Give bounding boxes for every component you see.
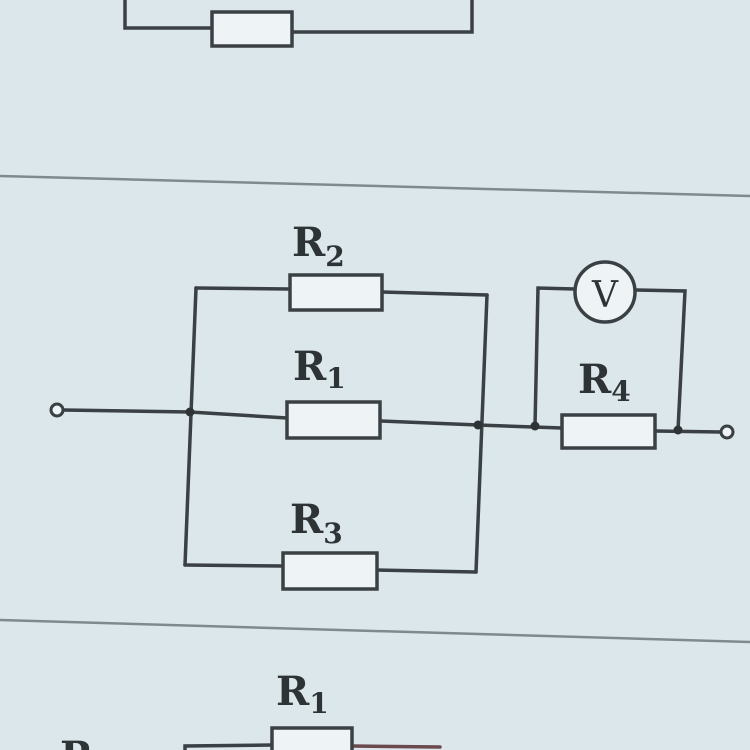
resistor-r2 [288, 273, 384, 312]
junction-node [185, 407, 195, 417]
junction-node [530, 421, 540, 431]
output-terminal [719, 424, 735, 440]
top-resistor [210, 10, 294, 48]
label-bottom-r1: R1 [276, 668, 329, 720]
voltmeter-label: V [591, 275, 619, 316]
junction-node [473, 420, 483, 430]
label-r2: R2 [292, 219, 345, 273]
resistor-r3 [281, 551, 379, 591]
label-r1: R1 [293, 343, 346, 395]
resistor-r1 [285, 400, 382, 440]
label-bottom-partial: R [60, 733, 94, 750]
separator-line [0, 174, 750, 198]
separator-line [0, 618, 750, 644]
voltmeter: V [573, 260, 637, 324]
label-r3: R3 [290, 496, 343, 550]
input-terminal [49, 402, 65, 418]
junction-node [673, 425, 683, 435]
bottom-circuit-fragment: R1 R [60, 668, 442, 750]
top-circuit-fragment [123, 0, 474, 48]
label-r4: R4 [578, 356, 631, 408]
bottom-resistor [270, 726, 354, 750]
resistor-r4 [560, 413, 657, 450]
main-circuit: V R2 R1 R3 R4 [49, 219, 735, 591]
